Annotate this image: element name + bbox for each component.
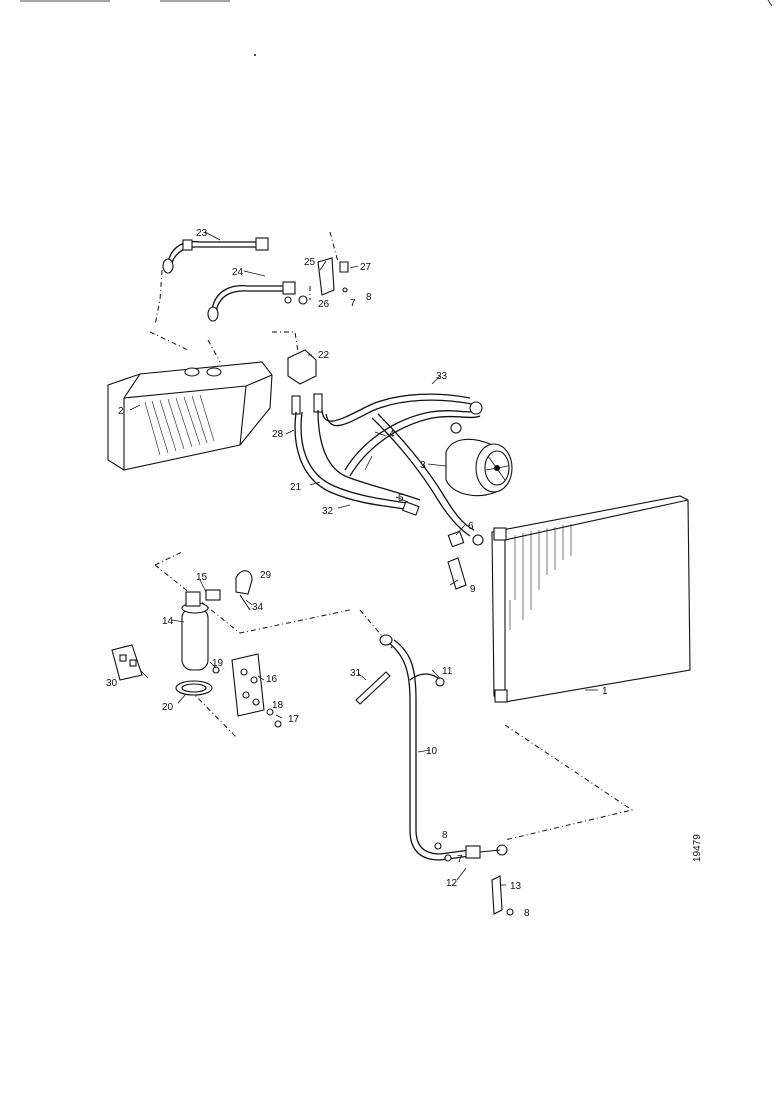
callout-labels: 1 2 3 4 5 6 7 7 8 8 8 9 10 11 12 13 14 1… (106, 228, 703, 919)
callout-24: 24 (232, 267, 244, 278)
callout-5: 5 (398, 493, 404, 504)
callout-22: 22 (318, 350, 330, 361)
callout-14: 14 (162, 616, 174, 627)
callout-32: 32 (322, 506, 334, 517)
receiver-drier (181, 589, 221, 671)
callout-30: 30 (106, 678, 118, 689)
callout-11: 11 (442, 666, 453, 677)
clamp-7-8-lower (434, 842, 452, 862)
hose-assembly (294, 393, 483, 537)
callout-28: 28 (272, 429, 284, 440)
callout-7-lower: 7 (457, 854, 463, 865)
assembly-outline-lines (149, 231, 634, 841)
hose-23 (162, 237, 269, 274)
callout-19: 19 (212, 658, 224, 669)
callout-4: 4 (389, 429, 395, 440)
callout-34: 34 (252, 602, 264, 613)
callout-26: 26 (318, 299, 330, 310)
bracket-13 (491, 875, 514, 916)
bracket-30 (111, 644, 143, 681)
callout-3: 3 (420, 460, 426, 471)
fitting-6 (447, 530, 484, 548)
callout-15: 15 (196, 572, 208, 583)
callout-21: 21 (290, 482, 302, 493)
callout-23: 23 (196, 228, 208, 239)
clamp-20 (175, 680, 213, 696)
callout-10: 10 (426, 746, 438, 757)
evaporator (107, 361, 273, 471)
callout-29: 29 (260, 570, 272, 581)
callout-13: 13 (510, 881, 522, 892)
leader-lines (129, 231, 598, 886)
hose-10 (379, 634, 508, 861)
bracket-16 (212, 653, 282, 728)
callout-1: 1 (602, 686, 608, 697)
callout-17: 17 (288, 714, 300, 725)
callout-27: 27 (360, 262, 372, 273)
callout-18: 18 (272, 700, 284, 711)
callout-20: 20 (162, 702, 174, 713)
callout-33: 33 (436, 371, 448, 382)
callout-31: 31 (350, 668, 362, 679)
scan-header-marks (20, 0, 773, 56)
bracket-25 (284, 257, 349, 305)
callout-2: 2 (118, 406, 124, 417)
hose-24 (207, 281, 296, 322)
expansion-valve (287, 349, 323, 415)
drawing-number: 19479 (692, 834, 703, 862)
callout-16: 16 (266, 674, 278, 685)
callout-12: 12 (446, 878, 458, 889)
pressure-switch-29 (235, 570, 253, 611)
callout-8-upper: 8 (366, 292, 372, 303)
bracket-9 (447, 557, 467, 590)
condenser (491, 495, 691, 703)
callout-25: 25 (304, 257, 316, 268)
hose-31 (355, 671, 391, 705)
compressor (445, 438, 513, 497)
callout-6: 6 (468, 521, 474, 532)
callout-8-middle: 8 (442, 830, 448, 841)
callout-8-lower: 8 (524, 908, 530, 919)
callout-7-upper: 7 (350, 298, 356, 309)
callout-9: 9 (470, 584, 476, 595)
